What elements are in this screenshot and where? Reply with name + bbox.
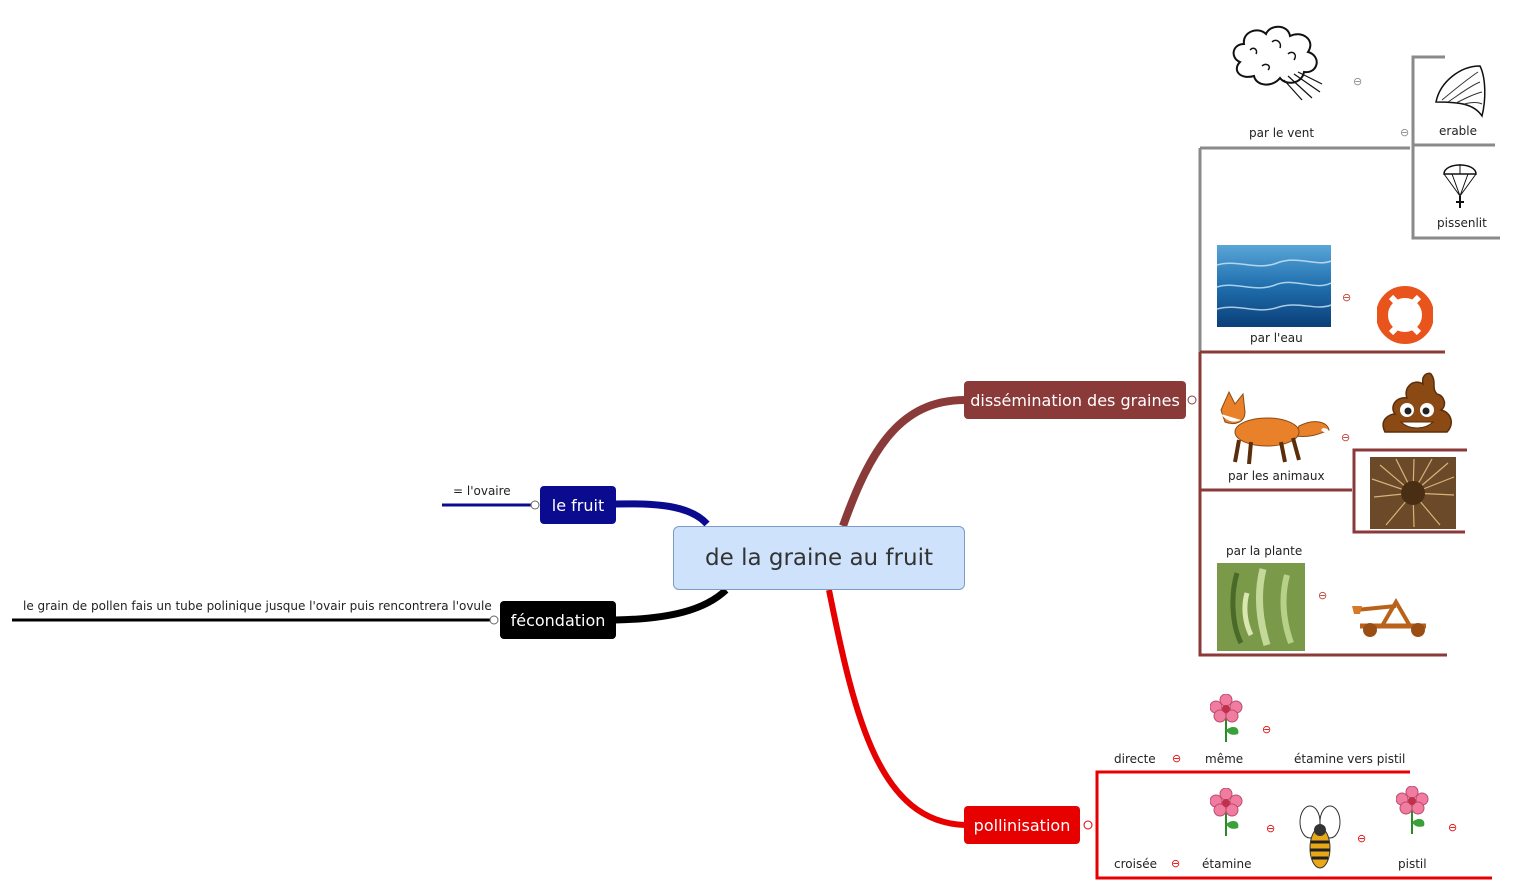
collapse-icon[interactable]: ⊖	[1400, 126, 1410, 139]
life-buoy-image	[1377, 286, 1433, 344]
connector-pollinisation	[826, 589, 966, 828]
fox-image	[1220, 390, 1330, 465]
flower-image	[1210, 788, 1243, 836]
connector-le-fruit	[614, 500, 710, 527]
label-croisee: croisée	[1114, 857, 1157, 871]
fecondation-handle[interactable]	[489, 615, 499, 625]
collapse-icon[interactable]: ⊖	[1266, 822, 1276, 835]
plante-underline	[1198, 352, 1447, 657]
pollinisation-handle[interactable]	[1083, 820, 1093, 830]
label-pistil: pistil	[1398, 857, 1427, 871]
water-image	[1217, 245, 1331, 327]
label-par-la-plante: par la plante	[1226, 544, 1303, 558]
maple-seed-wing-image	[1435, 65, 1486, 118]
branch-fecondation[interactable]: fécondation	[500, 601, 616, 639]
branch-pollinisation[interactable]: pollinisation	[964, 806, 1080, 844]
wind-cloud-image	[1232, 25, 1323, 101]
label-meme: même	[1205, 752, 1244, 766]
le-fruit-handle[interactable]	[530, 500, 540, 510]
fecondation-note: le grain de pollen fais un tube poliniqu…	[23, 599, 492, 613]
bee-image	[1299, 805, 1341, 869]
label-par-l-eau: par l'eau	[1250, 331, 1303, 345]
branch-le-fruit[interactable]: le fruit	[540, 486, 616, 524]
label-par-les-animaux: par les animaux	[1228, 469, 1325, 483]
collapse-icon[interactable]: ⊖	[1172, 752, 1182, 765]
label-etamine: étamine	[1202, 857, 1252, 871]
collapse-icon[interactable]: ⊖	[1353, 75, 1363, 88]
label-etamine-vers-pistil: étamine vers pistil	[1294, 752, 1406, 766]
animaux-child-bracket	[1352, 448, 1467, 534]
dandelion-seed-image	[1443, 164, 1477, 208]
connector-dissemination	[839, 396, 966, 528]
label-erable: erable	[1439, 124, 1478, 138]
collapse-icon[interactable]: ⊖	[1171, 857, 1181, 870]
collapse-icon[interactable]: ⊖	[1262, 723, 1272, 736]
catapult-image	[1352, 598, 1426, 637]
flower-image	[1210, 694, 1243, 742]
collapse-icon[interactable]: ⊖	[1318, 589, 1328, 602]
label-directe: directe	[1114, 752, 1156, 766]
collapse-icon[interactable]: ⊖	[1448, 821, 1458, 834]
label-pissenlit: pissenlit	[1437, 216, 1487, 230]
collapse-icon[interactable]: ⊖	[1357, 832, 1367, 845]
pollinisation-bracket	[1095, 770, 1492, 880]
connector-fecondation	[614, 587, 729, 624]
seed-pods-image	[1217, 563, 1305, 651]
branch-dissemination[interactable]: dissémination des graines	[964, 381, 1186, 419]
collapse-icon[interactable]: ⊖	[1342, 291, 1352, 304]
collapse-icon[interactable]: ⊖	[1341, 431, 1351, 444]
label-par-le-vent: par le vent	[1249, 126, 1315, 140]
poop-emoji-image	[1382, 372, 1452, 433]
flower-image	[1396, 786, 1429, 834]
central-topic[interactable]: de la graine au fruit	[673, 526, 965, 590]
dissemination-handle[interactable]	[1187, 395, 1197, 405]
burdock-image	[1370, 457, 1456, 529]
vent-children-bracket	[1411, 55, 1500, 240]
le-fruit-note: = l'ovaire	[453, 484, 511, 498]
